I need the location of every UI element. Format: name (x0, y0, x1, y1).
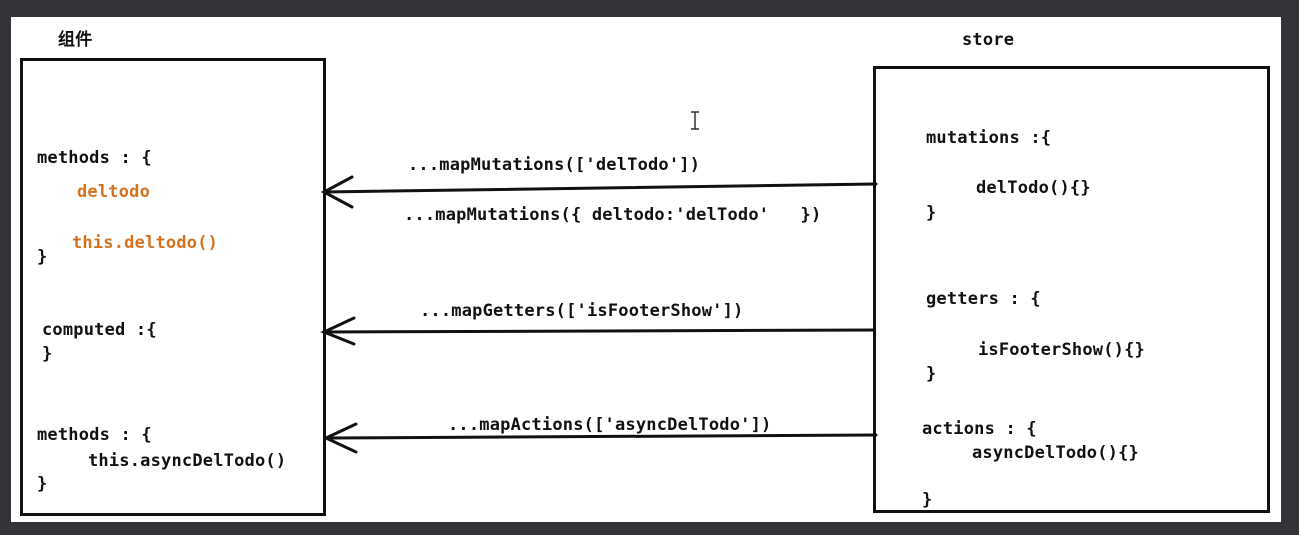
arrow-label-mapmutations-array: ...mapMutations(['delTodo']) (408, 155, 701, 175)
arrow-label-mapactions: ...mapActions(['asyncDelTodo']) (448, 415, 772, 435)
store-getters-isfootershow: isFooterShow(){} (978, 340, 1145, 360)
store-getters-close: } (926, 364, 937, 384)
component-methods2-call: this.asyncDelTodo() (88, 451, 287, 471)
component-methods-call: this.deltodo() (72, 233, 219, 253)
component-methods-close: } (37, 247, 48, 267)
store-box (873, 66, 1270, 513)
component-methods2-open: methods : { (37, 425, 152, 445)
component-methods2-close: } (37, 474, 48, 494)
arrow-label-mapgetters: ...mapGetters(['isFooterShow']) (420, 301, 744, 321)
store-actions-asyncdeltodo: asyncDelTodo(){} (972, 443, 1139, 463)
store-title: store (962, 30, 1015, 50)
arrow-label-mapmutations-object: ...mapMutations({ deltodo:'delTodo' }) (404, 205, 822, 225)
store-mutations-deltodo: delTodo(){} (976, 178, 1091, 198)
text-cursor-icon (691, 111, 699, 130)
store-actions-close: } (922, 490, 933, 510)
component-title: 组件 (58, 30, 93, 50)
store-getters-open: getters : { (926, 289, 1041, 309)
component-computed-open: computed :{ (42, 320, 157, 340)
store-mutations-open: mutations :{ (926, 128, 1052, 148)
component-computed-close: } (42, 344, 53, 364)
store-actions-open: actions : { (922, 419, 1037, 439)
component-methods-open: methods : { (37, 148, 152, 168)
component-methods-deltodo: deltodo (77, 182, 151, 202)
store-mutations-close: } (926, 203, 937, 223)
component-box (20, 58, 326, 516)
